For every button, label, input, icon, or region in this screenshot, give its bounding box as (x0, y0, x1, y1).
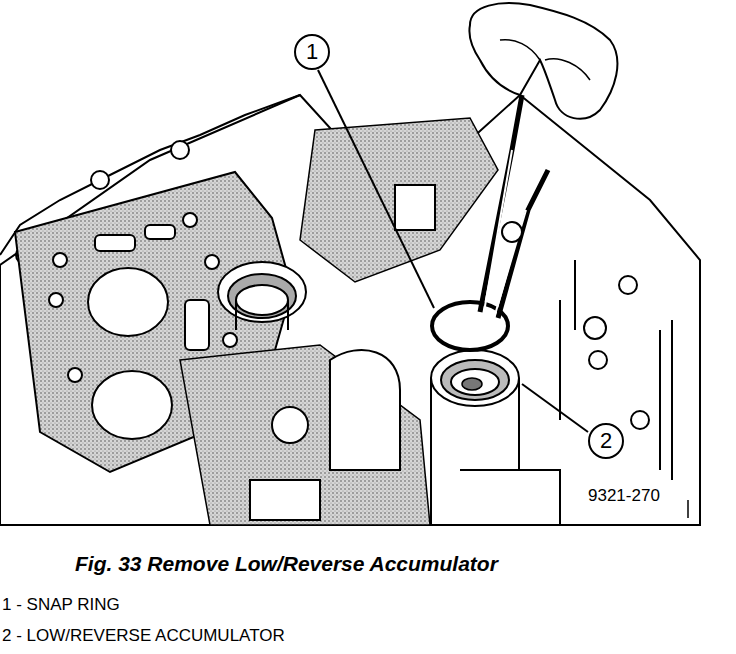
key-entry: 1 - SNAP RING (2, 596, 120, 615)
figure-number: 9321-270 (588, 487, 660, 506)
callout-number: 1 (306, 41, 318, 63)
figure-caption: Fig. 33 Remove Low/Reverse Accumulator (75, 552, 498, 575)
callout-number: 2 (600, 430, 612, 452)
key-entry: 2 - LOW/REVERSE ACCUMULATOR (2, 627, 285, 646)
callout-circle: 2 (588, 423, 624, 459)
callout-circle: 1 (294, 34, 330, 70)
